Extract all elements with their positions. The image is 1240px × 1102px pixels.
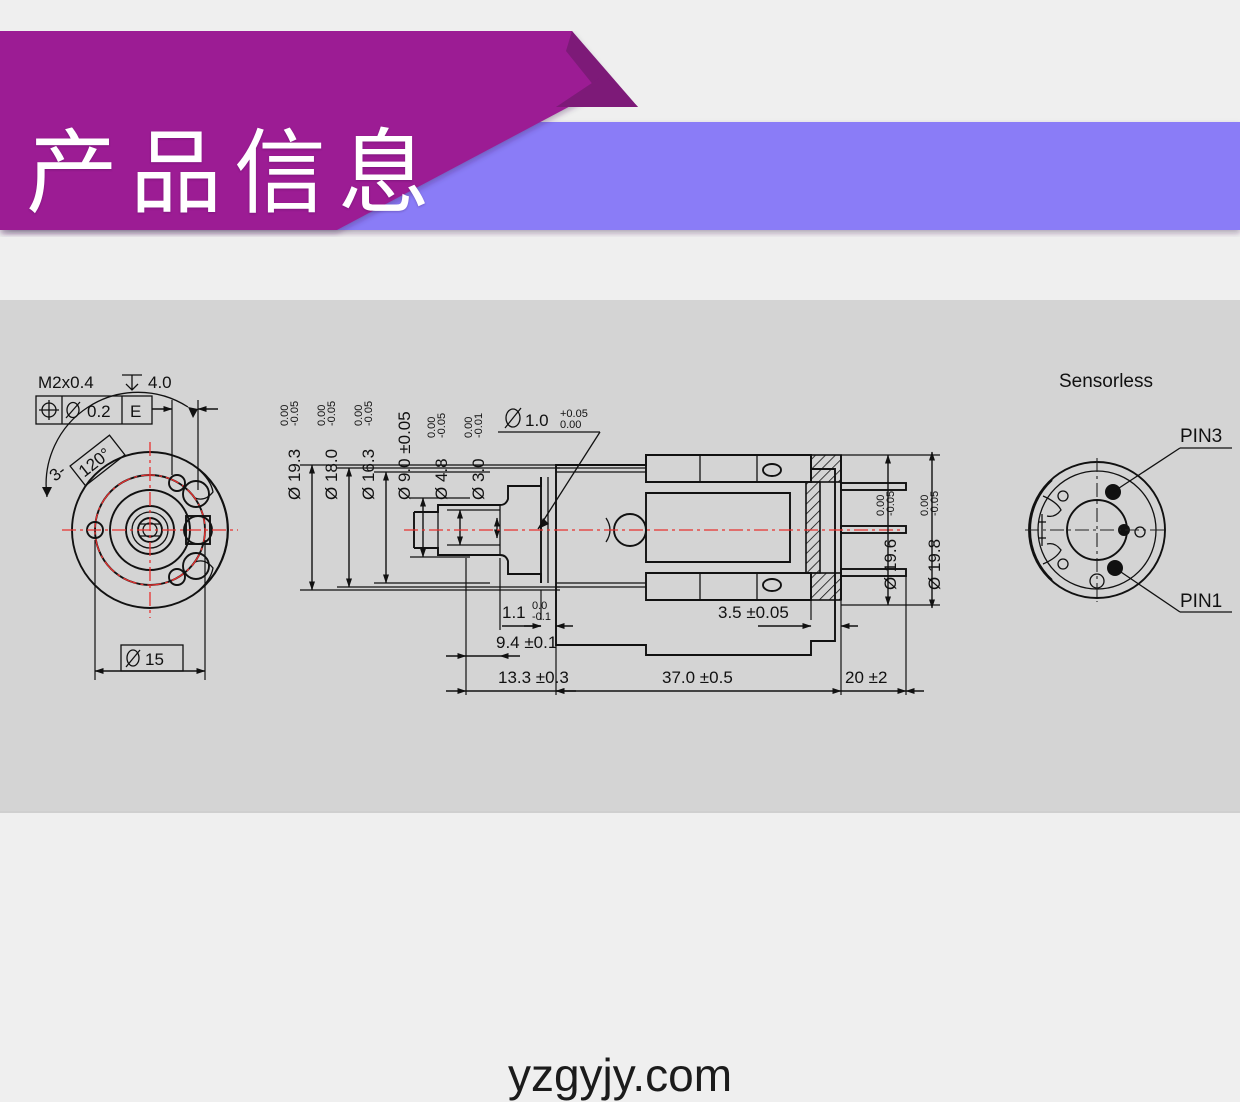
rdim-tol-lower-0: -0.05 xyxy=(885,491,897,516)
depth-symbol-icon xyxy=(122,374,142,391)
leader-dim-value-label: 1.0 xyxy=(525,411,549,430)
vdim-tol-lower-4: -0.05 xyxy=(436,413,448,438)
leader-dimension: 1.0 +0.05 0.00 xyxy=(498,407,601,530)
hdim-label-4: 3.5 ±0.05 xyxy=(718,603,789,622)
header-banner: 产品信息 xyxy=(0,31,1240,237)
vdim-tol-lower-2: -0.05 xyxy=(363,401,375,426)
fcf-datum-label: E xyxy=(130,402,141,421)
small-width-dimension xyxy=(152,400,218,490)
angle-note-prefix-label: 3- xyxy=(46,461,70,485)
gearbox-housing xyxy=(555,454,842,656)
banner-main-shape xyxy=(0,31,611,230)
watermark: yzgyjy.com xyxy=(507,1049,733,1101)
horizontal-dims: 1.1 0.0 -0.1 9.4 ±0.1 13.3 ±0.3 37.0 ±0.… xyxy=(446,558,924,695)
right-vertical-dims: Ø 19.6 0.00 -0.05 Ø 19.8 0.00 -0.05 xyxy=(841,451,944,609)
feature-control-frame: 0.2 E xyxy=(35,395,153,425)
rdim-tol-upper-1: 0.00 xyxy=(919,495,931,516)
page-title: 产品信息 xyxy=(26,120,443,227)
hdim-label-0: 1.1 xyxy=(502,603,526,622)
pin2-marker xyxy=(1118,524,1130,536)
vdim-tol-lower-1: -0.05 xyxy=(326,401,338,426)
vdim-label-2: Ø 16.3 xyxy=(359,449,378,500)
drawing-canvas: .ln{stroke:#111;fill:none;stroke-width:1… xyxy=(0,300,1240,1101)
vertical-dim-labels: Ø 19.3 0.00 -0.05 Ø 18.0 0.00 -0.05 Ø 16… xyxy=(279,401,488,500)
rdim-tol-upper-0: 0.00 xyxy=(875,495,887,516)
vdim-label-5: Ø 3.0 xyxy=(469,458,488,500)
diameter-symbol-icon xyxy=(125,649,141,668)
pin3-callout: PIN3 xyxy=(1112,426,1232,493)
pin1-label: PIN1 xyxy=(1180,591,1222,612)
vdim-label-3: Ø 9.0 ±0.05 xyxy=(395,411,414,500)
hdim-label-3: 37.0 ±0.5 xyxy=(662,668,733,687)
thread-depth-label: 4.0 xyxy=(148,373,172,392)
rdim-label-0: Ø 19.6 xyxy=(881,539,900,590)
motor-face-circles xyxy=(62,442,238,618)
position-symbol-icon xyxy=(39,400,59,420)
vdim-tol-lower-5: -0.01 xyxy=(473,413,485,438)
vdim-tol-upper-4: 0.00 xyxy=(426,417,438,438)
diameter-symbol-icon xyxy=(504,407,522,429)
fcf-tolerance-label: 0.2 xyxy=(87,402,111,421)
left-front-view: M2x0.4 4.0 0.2 E xyxy=(35,373,238,680)
rdim-tol-lower-1: -0.05 xyxy=(929,491,941,516)
pin3-label: PIN3 xyxy=(1180,426,1222,447)
bolt-circle-value-label: 15 xyxy=(145,650,164,669)
vdim-tol-upper-0: 0.00 xyxy=(279,405,291,426)
pin1-callout: PIN1 xyxy=(1114,567,1232,613)
thread-note-label: M2x0.4 xyxy=(38,373,94,392)
vdim-tol-upper-5: 0.00 xyxy=(463,417,475,438)
vdim-label-1: Ø 18.0 xyxy=(322,449,341,500)
vdim-tol-lower-0: -0.05 xyxy=(289,401,301,426)
vdim-tol-upper-2: 0.00 xyxy=(353,405,365,426)
right-rear-view: Sensorless PIN3 xyxy=(1025,371,1232,613)
diameter-symbol-icon xyxy=(65,401,81,419)
hdim-label-2: 13.3 ±0.3 xyxy=(498,668,569,687)
leader-dim-tol-upper: +0.05 xyxy=(560,408,588,420)
vdim-label-4: Ø 4.8 xyxy=(432,458,451,500)
vertical-dim-lines xyxy=(300,464,560,591)
vdim-tol-upper-1: 0.00 xyxy=(316,405,328,426)
hdim-tol-lower-0: -0.1 xyxy=(532,611,551,623)
bolt-circle-dimension: 15 xyxy=(94,540,206,680)
leader-dim-tol-lower: 0.00 xyxy=(560,419,581,431)
hdim-label-5: 20 ±2 xyxy=(845,668,887,687)
vdim-label-0: Ø 19.3 xyxy=(285,449,304,500)
rdim-label-1: Ø 19.8 xyxy=(925,539,944,590)
hdim-tol-upper-0: 0.0 xyxy=(532,600,547,612)
center-section-view: Ø 19.3 0.00 -0.05 Ø 18.0 0.00 -0.05 Ø 16… xyxy=(279,401,944,695)
hdim-label-1: 9.4 ±0.1 xyxy=(496,633,557,652)
sensorless-caption: Sensorless xyxy=(1059,371,1153,392)
banner-fold xyxy=(556,31,638,107)
